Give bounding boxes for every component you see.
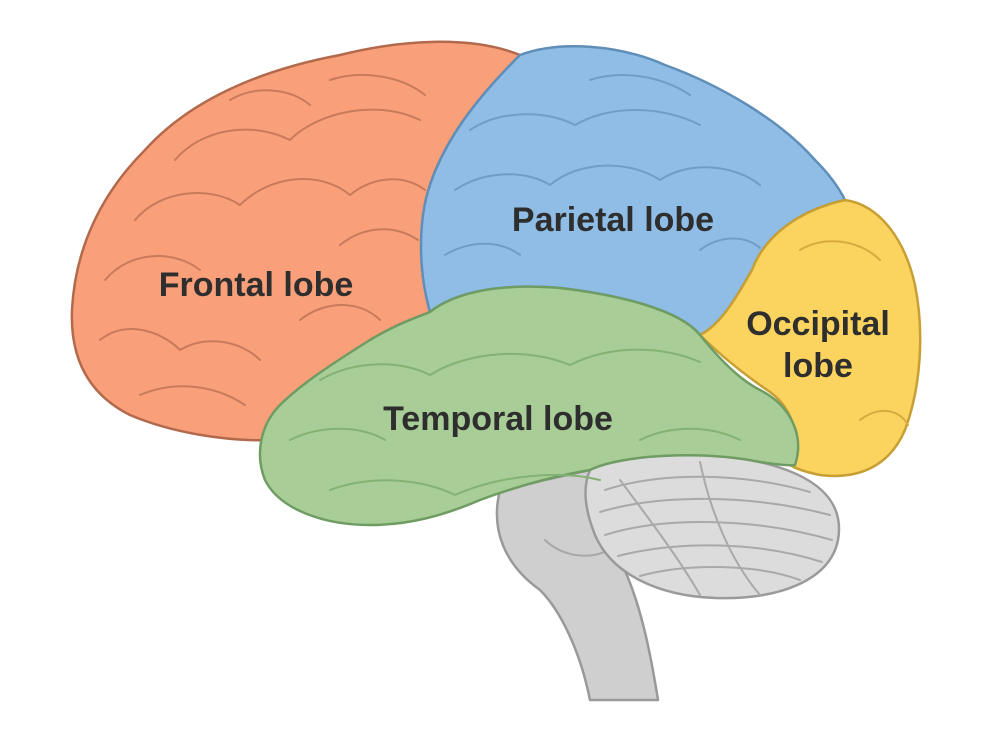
temporal-gyrus-1 [319,348,701,381]
cerebellum-fold-1 [604,475,811,493]
occipital-lobe-label-line1: Occipital [746,305,890,343]
cerebellum-fold-2 [599,497,831,516]
temporal-gyrus-2 [289,427,386,441]
occipital-gyrus-2 [859,410,909,426]
temporal-gyrus-3 [639,427,741,441]
frontal-gyrus-2 [134,178,426,221]
parietal-gyrus-5 [589,74,691,96]
parietal-gyrus-3 [444,242,521,256]
cerebellum [584,451,841,600]
cerebellum-fold-4 [617,544,823,563]
temporal-gyrus-4 [329,474,601,496]
parietal-gyrus-2 [454,164,761,191]
cerebellum-fold-6 [619,479,701,596]
cerebellum-fold-7 [699,461,761,596]
frontal-lobe-label: Frontal lobe [159,266,354,304]
occipital-lobe-label-line2: lobe [783,347,853,385]
temporal-lobe [258,285,800,527]
occipital-gyrus-1 [799,240,881,261]
cerebellum-fold-3 [604,521,833,541]
frontal-gyrus-7 [299,304,381,321]
temporal-lobe-shape [258,285,800,527]
frontal-gyrus-4 [339,228,419,246]
frontal-gyrus-9 [229,89,311,106]
temporal-lobe-label: Temporal lobe [383,400,613,438]
frontal-gyrus-3 [104,255,201,281]
frontal-gyrus-8 [329,74,426,96]
frontal-gyrus-5 [99,328,261,361]
frontal-gyrus-6 [139,385,246,406]
cerebellum-fold-5 [639,565,801,581]
parietal-lobe-label: Parietal lobe [512,201,714,239]
frontal-gyrus-1 [174,108,421,161]
parietal-gyrus-4 [699,237,761,251]
parietal-gyrus-1 [469,109,701,131]
